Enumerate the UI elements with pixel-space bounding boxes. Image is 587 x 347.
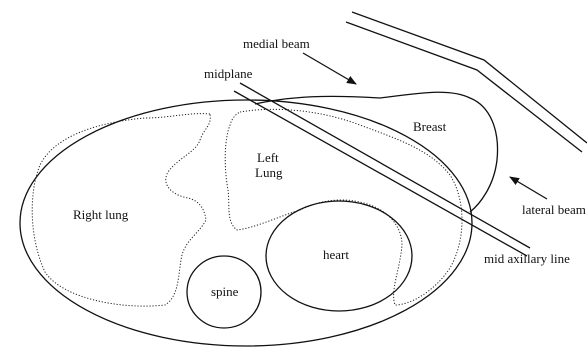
beam-double-line <box>346 12 587 152</box>
left-lung-outline <box>225 109 462 305</box>
left-lung-label-line2: Lung <box>255 165 283 180</box>
lateral-beam-arrow <box>510 177 547 199</box>
medial-beam-label: medial beam <box>243 36 310 51</box>
heart-label: heart <box>323 247 349 262</box>
lateral-beam-label: lateral beam <box>522 202 586 217</box>
medial-beam-arrow <box>303 53 356 84</box>
mid-axillary-line-label: mid axillary line <box>484 251 570 266</box>
spine-label: spine <box>211 284 239 299</box>
body-outline <box>20 100 472 346</box>
right-lung-label: Right lung <box>73 207 129 222</box>
breast-label: Breast <box>413 119 447 134</box>
midplane-label: midplane <box>204 66 253 81</box>
left-lung-label-line1: Left <box>257 150 279 165</box>
